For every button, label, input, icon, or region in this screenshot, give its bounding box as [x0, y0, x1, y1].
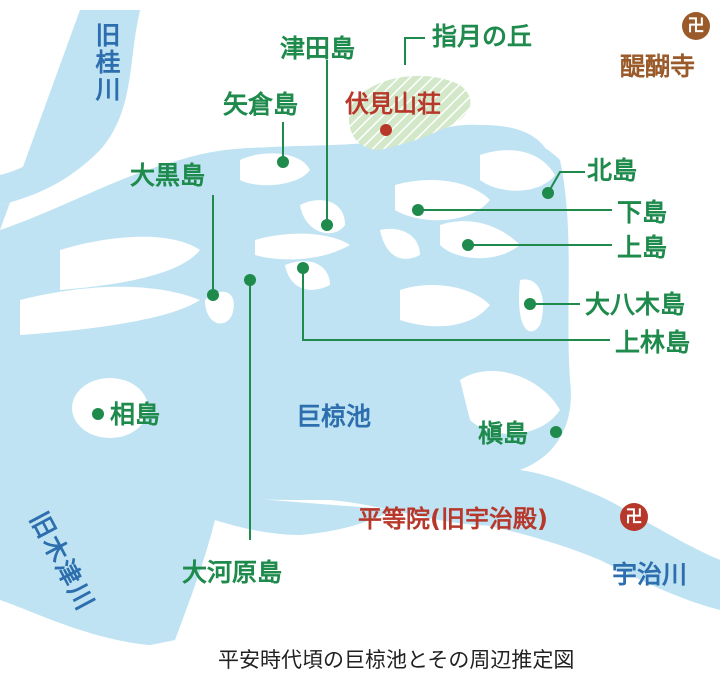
label-shimojima: 下島 — [617, 198, 668, 227]
island-markers — [92, 156, 562, 438]
label-kitajima: 北島 — [587, 156, 638, 185]
label-oyagijima: 大八木島 — [585, 290, 686, 319]
byodoin-symbol: 卍 — [620, 503, 648, 531]
label-daigoji: 醍醐寺 — [620, 52, 696, 81]
islands — [20, 150, 560, 438]
kizu-river-channel — [0, 470, 160, 645]
label-fushimi-sanso: 伏見山荘 — [345, 90, 441, 118]
shigetsu-hill — [349, 75, 471, 150]
label-tsudajima: 津田島 — [280, 34, 356, 63]
map-caption: 平安時代頃の巨椋池とその周辺推定図 — [218, 648, 575, 672]
daigoji-symbol: 卍 — [682, 12, 710, 40]
temple-icon: 卍 — [682, 12, 710, 40]
label-byodoin: 平等院(旧宇治殿) — [358, 505, 548, 533]
water-main — [0, 10, 140, 205]
leader-lines — [212, 37, 612, 540]
temple-icon: 卍 — [620, 503, 648, 531]
label-uji-river: 宇治川 — [612, 560, 688, 589]
label-kamijima: 上島 — [617, 233, 668, 262]
label-ogura-pond: 巨椋池 — [296, 402, 372, 431]
fushimi-sanso-marker — [380, 124, 392, 136]
label-shigetsu-hill: 指月の丘 — [432, 22, 533, 51]
label-makijima: 槇島 — [478, 419, 529, 448]
label-okawarajima: 大河原島 — [182, 558, 283, 587]
label-katsura-river: 旧桂川 — [92, 22, 121, 103]
label-aijima: 相島 — [110, 400, 161, 429]
label-ookurojima: 大黒島 — [130, 161, 206, 190]
label-kamibayashijima: 上林島 — [615, 328, 691, 357]
label-yagurajima: 矢倉島 — [223, 90, 299, 119]
